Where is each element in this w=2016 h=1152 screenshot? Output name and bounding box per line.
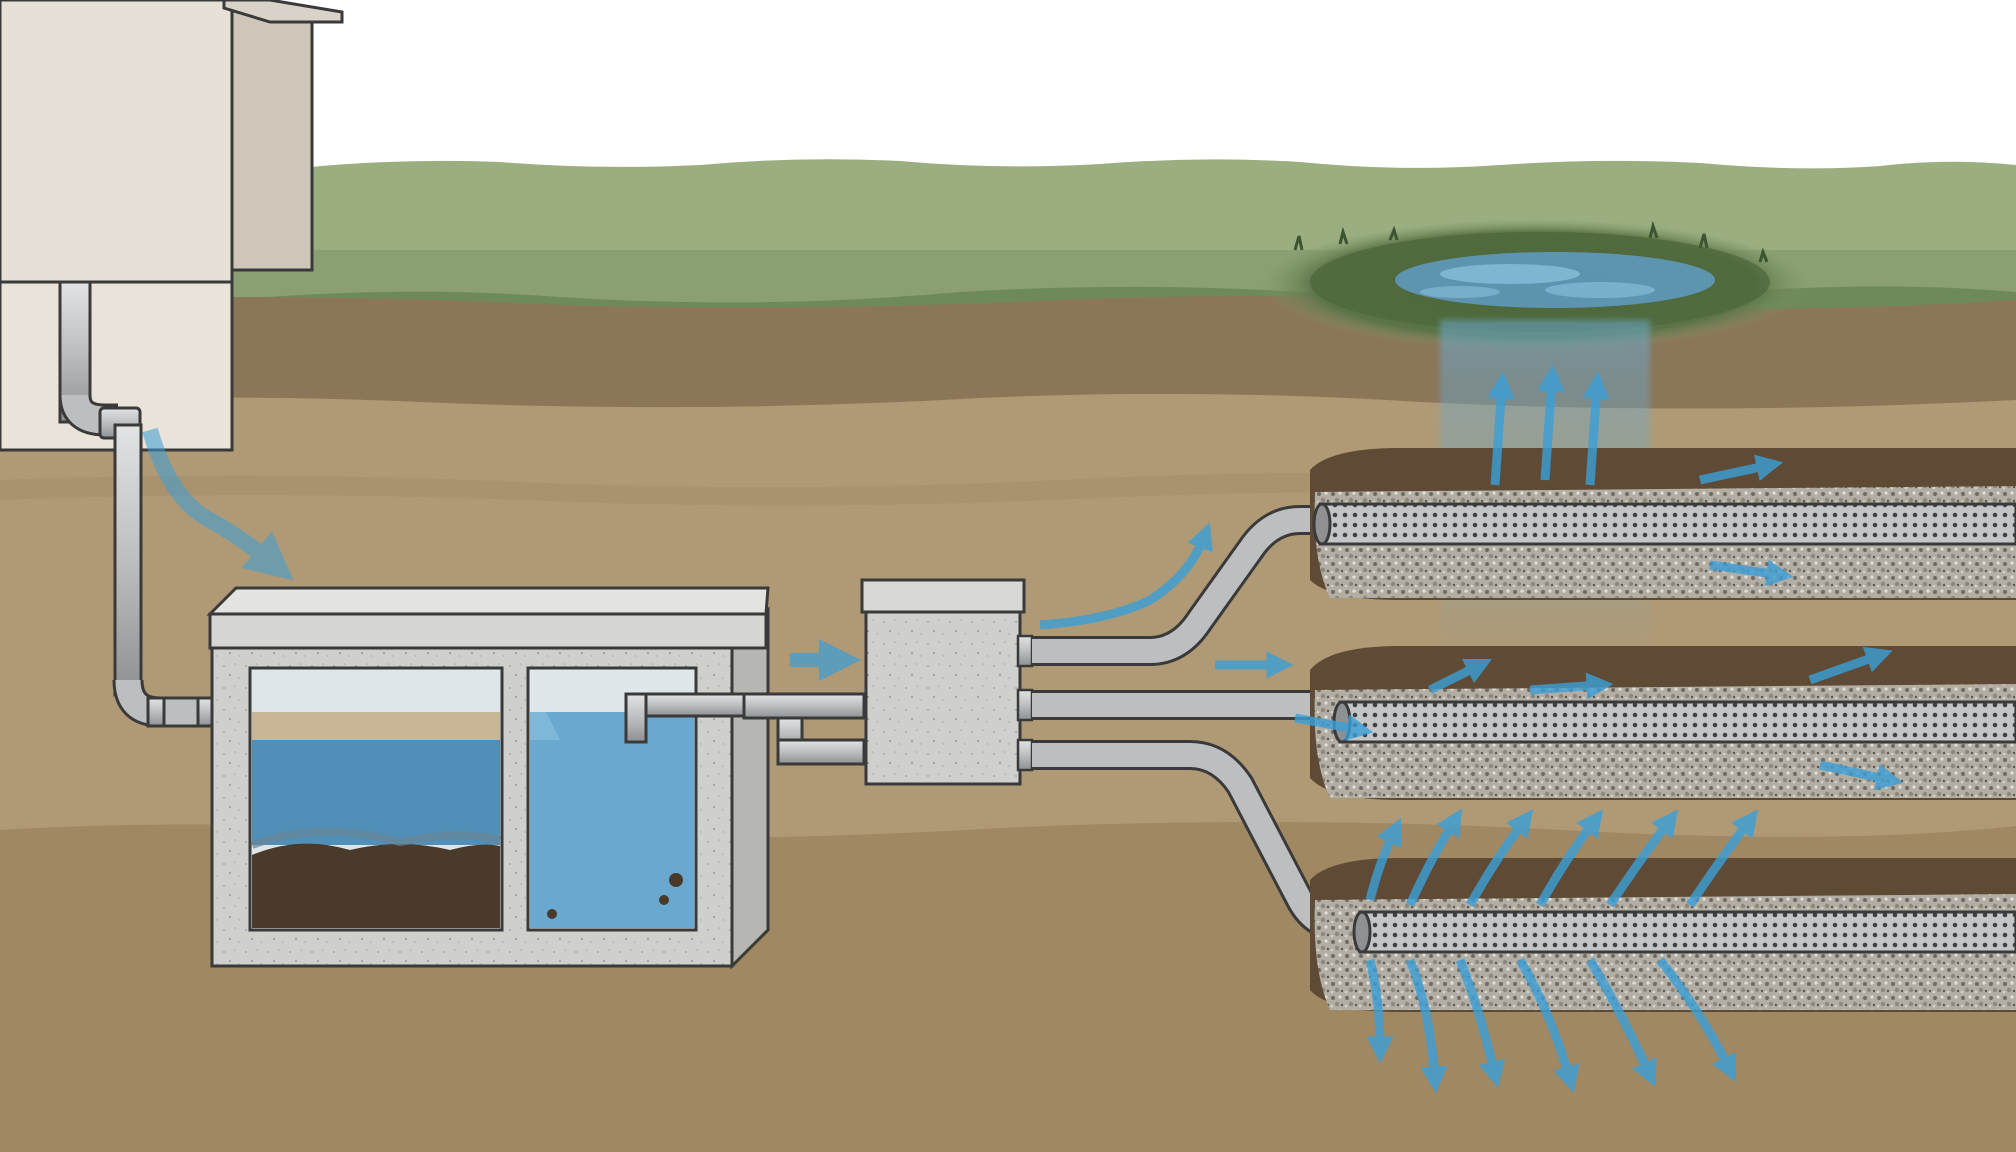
- surface-pooling: [1260, 219, 1810, 351]
- flow-arrow: [1808, 646, 1893, 685]
- flow-arrow: [1365, 958, 1394, 1064]
- flow-arrow: [1606, 809, 1679, 908]
- house: [0, 0, 344, 452]
- flow-arrow: [1582, 371, 1610, 486]
- scum-layer: [252, 712, 500, 740]
- primary-effluent: [252, 740, 500, 845]
- flow-arrow: [1709, 559, 1794, 587]
- flow-arrow: [1455, 958, 1506, 1089]
- flow-arrow: [1405, 958, 1448, 1094]
- distribution-box-lid: [860, 578, 1026, 614]
- flow-arrow: [1656, 957, 1737, 1083]
- effluent-flow-arrows: [1039, 364, 1904, 1094]
- tank-chamber-primary: [248, 666, 504, 932]
- sky: [0, 0, 2016, 175]
- flow-arrow: [1586, 957, 1657, 1088]
- house-side-wall: [230, 6, 314, 272]
- roof-eave: [222, 0, 344, 24]
- drain-trench-lower: [1310, 858, 2016, 1012]
- flow-arrow: [1294, 713, 1374, 741]
- flow-arrow: [1487, 371, 1515, 486]
- flow-arrow: [1537, 364, 1565, 481]
- drain-trench-middle: [1310, 646, 2016, 800]
- perforated-pipe-lower: [1358, 910, 2016, 954]
- flow-arrow: [1516, 957, 1580, 1093]
- distribution-lines: [1032, 505, 1362, 943]
- house-wall: [0, 0, 234, 284]
- drain-trench-upper: [1310, 448, 2016, 600]
- flow-arrow: [1405, 808, 1463, 907]
- flow-arrow: [1686, 809, 1759, 908]
- flow-arrow: [1466, 809, 1534, 908]
- perforated-pipe-middle: [1338, 700, 2016, 744]
- flow-arrow: [1365, 817, 1402, 902]
- perforated-pipe-upper: [1318, 502, 2016, 546]
- flow-arrow: [1427, 658, 1493, 695]
- flow-arrow: [1039, 522, 1213, 630]
- flow-arrow: [1536, 809, 1604, 908]
- tank-outlet-pipe: [742, 692, 866, 766]
- flow-arrow: [1699, 454, 1784, 485]
- house-to-tank-flow-arrow: [142, 427, 294, 581]
- secondary-effluent: [530, 712, 694, 928]
- flow-arrow: [1819, 760, 1904, 791]
- distribution-box: [860, 578, 1034, 786]
- flow-arrow: [1529, 672, 1614, 700]
- sludge-layer: [252, 843, 500, 928]
- drain-field: [1310, 448, 2016, 1012]
- tank-chamber-secondary: [526, 666, 698, 932]
- house-drain-pipe: [58, 280, 216, 728]
- septic-tank: [206, 586, 770, 970]
- tank-lid: [208, 612, 768, 650]
